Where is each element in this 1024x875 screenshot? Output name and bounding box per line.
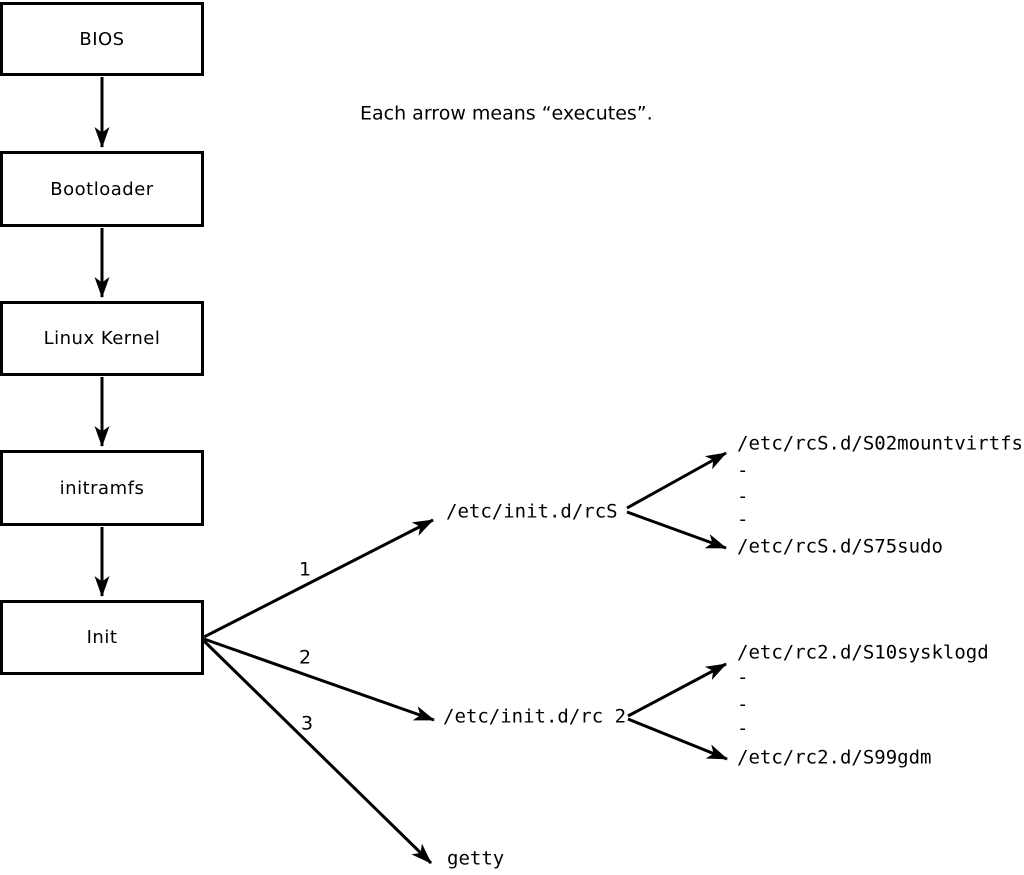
script-s10sysklogd: /etc/rc2.d/S10sysklogd	[737, 641, 989, 664]
ellipsis-dash: -	[737, 485, 749, 508]
arrow-rc2-to-s10	[627, 662, 727, 718]
box-bios-label: BIOS	[79, 28, 125, 50]
branch-order-1: 1	[299, 558, 312, 581]
arrow-init-to-rc2	[203, 637, 435, 722]
ellipsis-dash: -	[737, 717, 749, 740]
ellipsis-dash: -	[737, 459, 749, 482]
ellipsis-dash: -	[737, 693, 749, 716]
box-bootloader-label: Bootloader	[50, 178, 154, 200]
box-linux-kernel-label: Linux Kernel	[43, 328, 161, 349]
legend-note: Each arrow means “executes”.	[360, 102, 653, 125]
box-initramfs-label: initramfs	[59, 477, 145, 499]
branch-order-2: 2	[299, 646, 312, 669]
box-bios: BIOS	[0, 2, 204, 76]
box-init: Init	[0, 600, 204, 675]
script-s99gdm: /etc/rc2.d/S99gdm	[737, 746, 932, 769]
script-s75sudo: /etc/rcS.d/S75sudo	[737, 535, 943, 558]
arrow-init-to-rcs	[203, 518, 434, 639]
target-rc2: /etc/init.d/rc 2	[443, 705, 627, 728]
arrow-rc2-to-s99	[627, 717, 728, 761]
arrow-rcs-to-s02	[626, 451, 727, 510]
box-bootloader: Bootloader	[0, 151, 204, 227]
box-initramfs: initramfs	[0, 450, 204, 526]
target-rcs: /etc/init.d/rcS	[446, 500, 618, 523]
ellipsis-dash: -	[737, 508, 749, 531]
script-s02mountvirtfs: /etc/rcS.d/S02mountvirtfs	[737, 432, 1023, 455]
box-init-label: Init	[86, 627, 118, 648]
ellipsis-dash: -	[737, 666, 749, 689]
arrow-init-to-getty	[202, 639, 433, 865]
target-getty: getty	[447, 847, 505, 870]
branch-order-3: 3	[301, 712, 314, 735]
box-linux-kernel: Linux Kernel	[0, 301, 204, 376]
arrow-rcs-to-s75	[626, 510, 727, 550]
